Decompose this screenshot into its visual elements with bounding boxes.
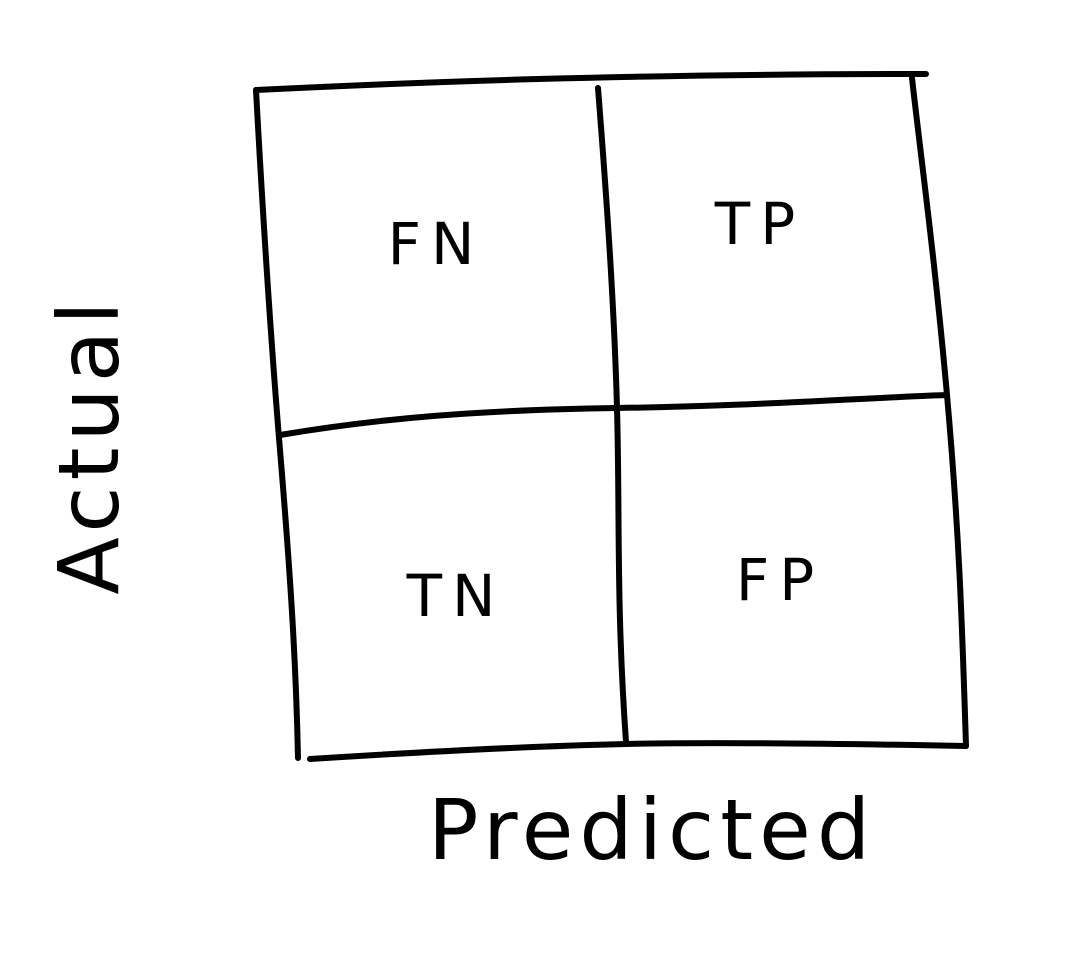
grid-vertical-divider <box>595 85 629 745</box>
x-axis-label: Predicted <box>428 781 876 879</box>
grid-bottom-border <box>307 740 969 762</box>
grid-left-border <box>253 87 301 761</box>
grid-horizontal-divider <box>277 392 950 438</box>
cell-bottom-left-label: TN <box>406 562 506 630</box>
grid-right-border <box>909 75 969 749</box>
y-axis-label: Actual <box>40 295 138 594</box>
cell-top-left-label: FN <box>388 210 485 278</box>
cell-top-right-label: TP <box>714 190 805 258</box>
matrix-grid <box>253 71 969 762</box>
grid-top-border <box>253 71 929 93</box>
cell-bottom-right-label: FP <box>736 546 824 614</box>
